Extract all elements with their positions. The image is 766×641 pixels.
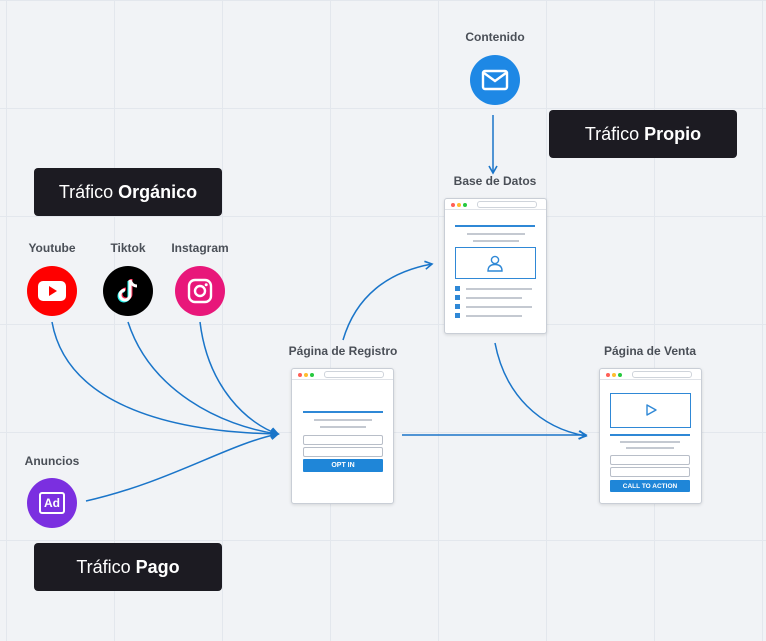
user-icon [487, 255, 503, 272]
tiktok-note-icon [117, 279, 138, 303]
window-dot-yellow [304, 373, 308, 377]
ad-icon: Ad [27, 478, 77, 528]
list-line [466, 315, 522, 317]
instagram-icon [175, 266, 225, 316]
mail-icon [470, 55, 520, 105]
window-dot-red [298, 373, 302, 377]
instagram-camera-icon [187, 278, 213, 304]
check-icon [455, 286, 460, 291]
label-youtube: Youtube [28, 241, 76, 255]
browser-bar [292, 369, 393, 380]
form-field [303, 447, 383, 457]
url-bar [477, 201, 537, 208]
arrow-instagram-to-registro [199, 321, 280, 437]
text-line [473, 240, 519, 242]
headline-line [303, 411, 383, 413]
page-registro-mockup: OPT IN [291, 368, 394, 504]
page-venta-mockup: CALL TO ACTION [599, 368, 702, 504]
arrow-datos-to-venta [494, 342, 588, 440]
check-icon [455, 313, 460, 318]
window-dot-yellow [612, 373, 616, 377]
arrow-anuncios-to-registro [85, 430, 280, 502]
video-frame [610, 393, 691, 428]
form-field [610, 467, 690, 477]
text-line [314, 419, 372, 421]
text-line [620, 441, 680, 443]
headline-line [610, 434, 690, 436]
browser-bar [445, 199, 546, 210]
check-icon [455, 295, 460, 300]
envelope-icon [481, 69, 509, 91]
text-line [626, 447, 674, 449]
browser-bar [600, 369, 701, 380]
list-line [466, 306, 532, 308]
text-line [320, 426, 366, 428]
label-contenido: Contenido [465, 30, 525, 44]
url-bar [632, 371, 692, 378]
label-anuncios: Anuncios [24, 454, 80, 468]
call-to-action-button: CALL TO ACTION [610, 480, 690, 492]
window-dot-green [463, 203, 467, 207]
arrow-youtube-to-registro [51, 321, 280, 439]
label-tiktok: Tiktok [110, 241, 146, 255]
window-dot-red [451, 203, 455, 207]
text-line [467, 233, 525, 235]
form-field [303, 435, 383, 445]
label-base-datos: Base de Datos [453, 174, 537, 188]
page-datos-mockup [444, 198, 547, 334]
profile-frame [455, 247, 536, 279]
label-pagina-venta: Página de Venta [603, 344, 697, 358]
list-line [466, 297, 522, 299]
window-dot-yellow [457, 203, 461, 207]
arrow-tiktok-to-registro [127, 321, 280, 438]
form-field [610, 455, 690, 465]
youtube-icon [27, 266, 77, 316]
label-pagina-registro: Página de Registro [288, 344, 398, 358]
window-dot-green [618, 373, 622, 377]
list-line [466, 288, 532, 290]
label-instagram: Instagram [171, 241, 229, 255]
ad-badge: Ad [39, 492, 65, 514]
url-bar [324, 371, 384, 378]
youtube-play-icon [38, 281, 66, 301]
check-icon [455, 304, 460, 309]
window-dot-red [606, 373, 610, 377]
window-dot-green [310, 373, 314, 377]
play-icon [646, 404, 657, 416]
opt-in-button: OPT IN [303, 459, 383, 472]
tiktok-icon [103, 266, 153, 316]
headline-line [455, 225, 535, 227]
arrow-registro-to-datos [342, 260, 434, 341]
